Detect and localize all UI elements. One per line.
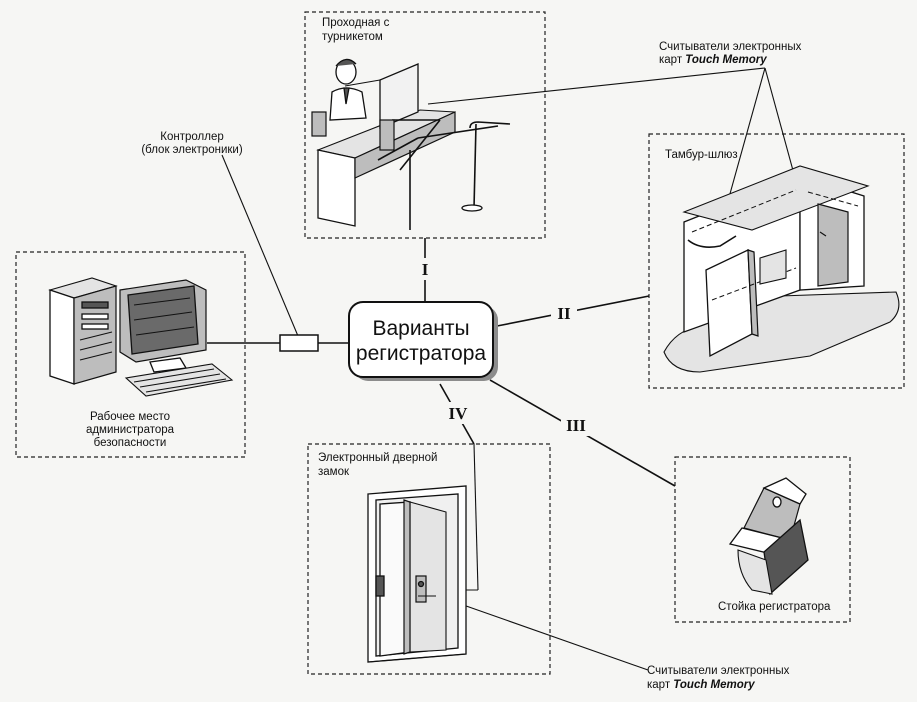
readers-bottom-pointer — [431, 593, 649, 671]
airlock-box — [648, 133, 905, 389]
readers-bottom-label-line1: Считыватели электронных — [647, 665, 790, 677]
workstation-label-line3: безопасности — [94, 437, 167, 449]
workstation-computer-illustration — [48, 277, 234, 397]
turnstile-label-line1: Проходная с — [322, 17, 390, 29]
variant-1-label: I — [422, 260, 429, 279]
turnstile-checkpoint-illustration — [311, 58, 511, 230]
stand-box — [674, 456, 851, 623]
controller-label-line1: Контроллер — [160, 131, 223, 143]
electronic-door-lock-illustration — [367, 485, 467, 663]
door-lock-label-line2: замок — [318, 466, 350, 478]
readers-bottom-brand: Touch Memory — [673, 679, 755, 691]
controller-pointer — [221, 154, 299, 337]
door-cable — [473, 443, 479, 591]
workstation-label-line1: Рабочее место — [90, 411, 170, 423]
airlock-label: Тамбур-шлюз — [665, 149, 738, 161]
registrar-variants-node: Варианты регистратора — [348, 301, 498, 381]
workstation-label-line2: администратора — [86, 424, 175, 436]
registrar-stand-illustration — [728, 477, 809, 596]
readers-top-label-line2: карт Touch Memory — [659, 54, 767, 66]
stand-label: Стойка регистратора — [718, 601, 831, 613]
readers-bottom-label-line2: карт Touch Memory — [647, 679, 755, 691]
controller-box-icon — [279, 334, 319, 352]
readers-top-brand: Touch Memory — [685, 54, 767, 66]
variant-3-label: III — [566, 416, 586, 435]
controller-label-line2: (блок электроники) — [141, 144, 243, 156]
readers-bottom-prefix: карт — [647, 679, 673, 691]
variant-2-label: II — [557, 304, 571, 323]
readers-top-prefix: карт — [659, 54, 685, 66]
door-lock-box — [307, 443, 551, 675]
turnstile-box — [304, 11, 546, 239]
readers-top-pointer-1 — [427, 67, 766, 105]
door-lock-label-line1: Электронный дверной — [318, 452, 437, 464]
center-title-line1: Варианты — [372, 317, 469, 340]
variant-4-label: IV — [449, 404, 469, 423]
readers-top-label-line1: Считыватели электронных — [659, 41, 802, 53]
airlock-vestibule-illustration — [663, 165, 900, 373]
workstation-box — [15, 251, 246, 458]
turnstile-label-line2: турникетом — [322, 31, 383, 43]
center-title-line2: регистратора — [356, 342, 487, 365]
